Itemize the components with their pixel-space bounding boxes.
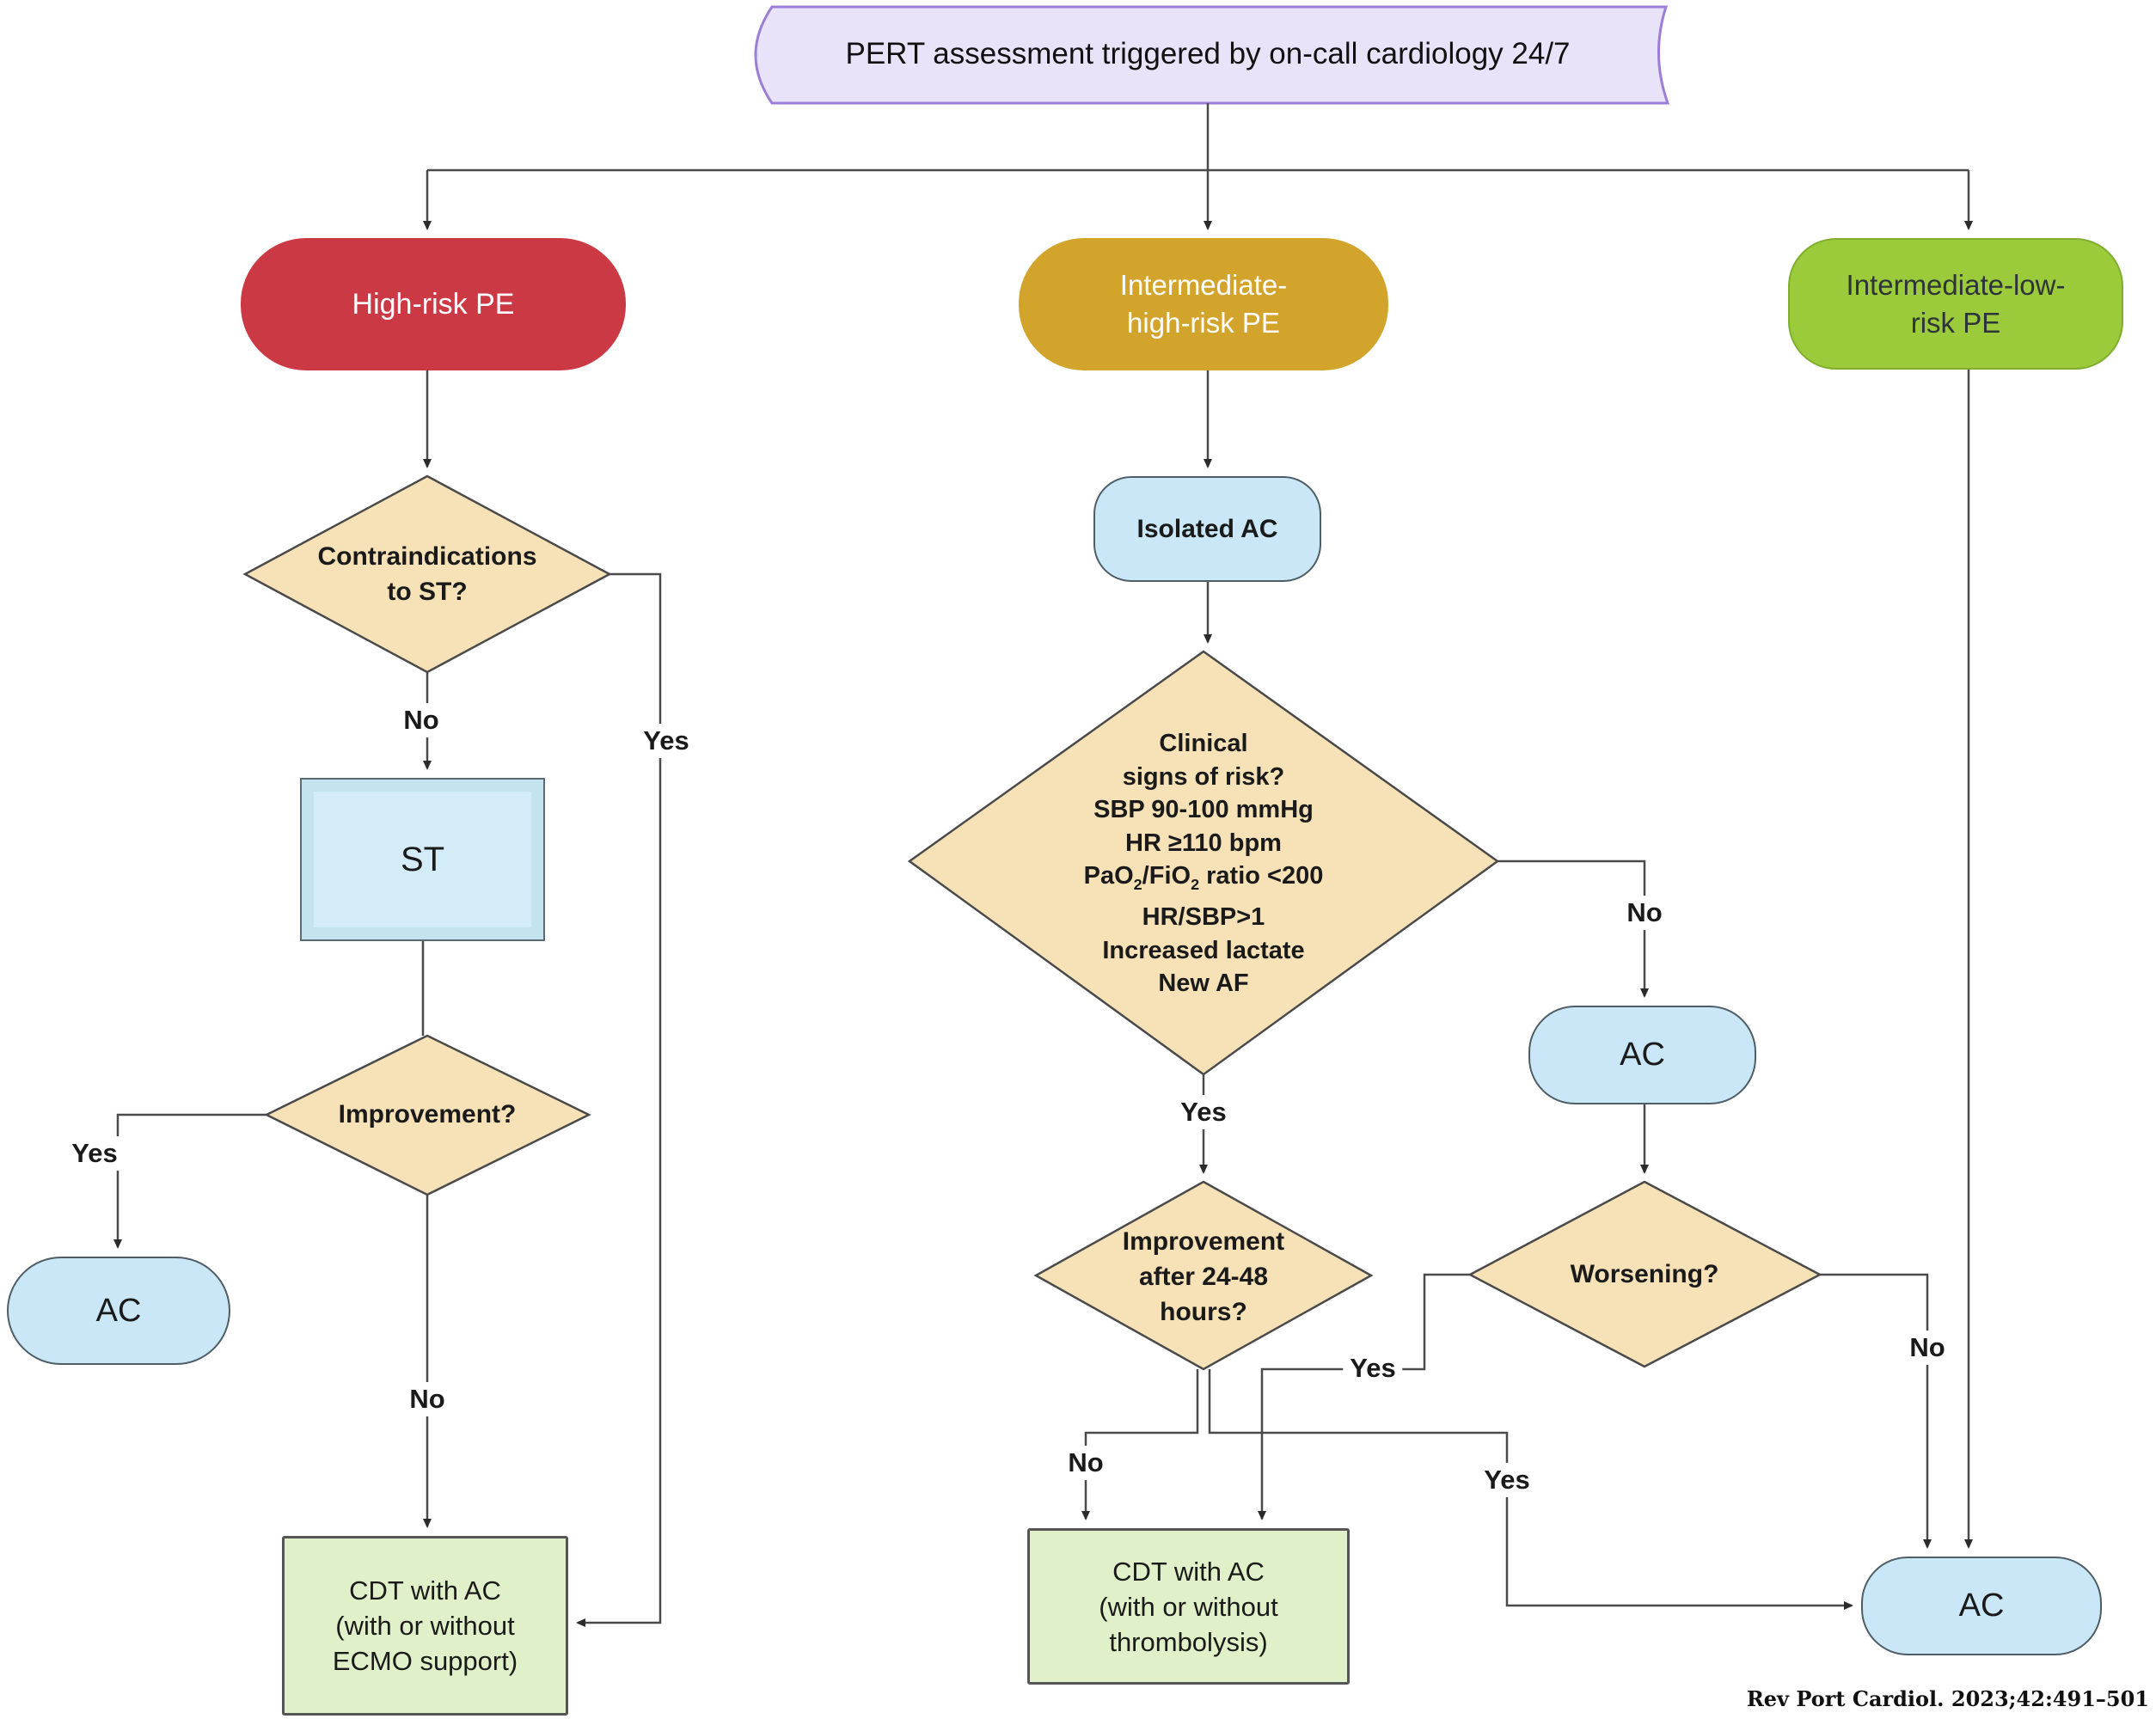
- edge-contra-yes: [576, 572, 662, 1627]
- label-signs-yes: Yes: [1173, 1095, 1234, 1129]
- label-improvement-no: No: [402, 1382, 452, 1416]
- node-ac-left-label: AC: [95, 1292, 142, 1329]
- label-contraindications-no: No: [396, 703, 446, 737]
- diamond-contraindications: [242, 474, 612, 674]
- banner-title-text: PERT assessment triggered by on-call car…: [845, 37, 1571, 70]
- decision-improvement: Improvement?: [281, 1089, 573, 1141]
- diamond-worsening: [1467, 1180, 1822, 1368]
- node-ac-left: AC: [7, 1257, 230, 1365]
- clinical-signs-line-1: Clinical: [1159, 730, 1248, 758]
- label-improvement-24-48-no: No: [1061, 1446, 1111, 1480]
- clinical-signs-line-6: HR/SBP>1: [1142, 903, 1265, 932]
- branch-high-risk-label: High-risk PE: [352, 287, 515, 321]
- edge-improvement-yes: [113, 1113, 266, 1249]
- clinical-signs-line-pao2: PaO2/FiO2 ratio <200: [1084, 859, 1324, 901]
- label-improvement-24-48-yes: Yes: [1477, 1463, 1537, 1497]
- diamond-improvement-24-48: [1033, 1180, 1374, 1371]
- branch-intermediate-low-risk-pe: Intermediate-low- risk PE: [1788, 238, 2123, 370]
- decision-clinical-signs: Clinical signs of risk? SBP 90-100 mmHg …: [963, 730, 1444, 998]
- clinical-signs-line-4: HR ≥110 bpm: [1125, 829, 1282, 857]
- node-isolated-ac: Isolated AC: [1093, 476, 1321, 582]
- diamond-clinical-signs: [907, 650, 1500, 1076]
- diamond-improvement: [264, 1034, 591, 1196]
- branch-intermediate-high-risk-pe: Intermediate- high-risk PE: [1019, 238, 1388, 370]
- pao2-sub-b: 2: [1191, 875, 1200, 893]
- node-cdt-ecmo: CDT with AC (with or without ECMO suppor…: [282, 1536, 568, 1716]
- decision-improvement-24-48: Improvement after 24-48 hours?: [1040, 1220, 1367, 1332]
- edge-worsening-yes: [1258, 1273, 1470, 1520]
- pao2-sub-a: 2: [1133, 875, 1142, 893]
- clinical-signs-line-7: Increased lactate: [1102, 936, 1305, 964]
- decision-worsening: Worsening?: [1496, 1249, 1793, 1300]
- node-cdt-thrombolysis: CDT with AC (with or without thrombolysi…: [1027, 1528, 1350, 1685]
- branch-intermediate-high-label: Intermediate- high-risk PE: [1119, 269, 1288, 339]
- label-improvement-yes: Yes: [64, 1136, 125, 1171]
- node-st-inner: ST: [314, 792, 531, 927]
- pao2-a: PaO: [1083, 862, 1134, 890]
- node-st-label: ST: [400, 840, 445, 878]
- clinical-signs-line-2: signs of risk?: [1122, 762, 1285, 791]
- node-cdt-thrombolysis-label: CDT with AC (with or without thrombolysi…: [1099, 1556, 1278, 1657]
- node-cdt-ecmo-label: CDT with AC (with or without ECMO suppor…: [332, 1575, 518, 1676]
- pao2-b: /FiO: [1142, 862, 1191, 890]
- node-ac-bottom-label: AC: [1958, 1587, 2005, 1624]
- edge-2448-no: [1081, 1369, 1199, 1520]
- edge-worsening-no: [1820, 1273, 1932, 1549]
- node-ac-mid-label: AC: [1620, 1037, 1665, 1073]
- label-signs-no: No: [1620, 896, 1669, 930]
- clinical-signs-line-3: SBP 90-100 mmHg: [1093, 796, 1314, 824]
- branch-high-risk-pe: High-risk PE: [241, 238, 626, 370]
- edge-signs-no: [1498, 859, 1649, 998]
- decision-improvement-text: Improvement?: [338, 1100, 517, 1129]
- node-ac-bottom: AC: [1861, 1557, 2102, 1655]
- label-contraindications-yes: Yes: [636, 724, 696, 758]
- label-worsening-no: No: [1902, 1330, 1952, 1365]
- clinical-signs-line-8: New AF: [1158, 970, 1249, 998]
- citation: Rev Port Cardiol. 2023;42:491–501: [1746, 1686, 2149, 1711]
- branch-intermediate-low-label: Intermediate-low- risk PE: [1846, 268, 2066, 339]
- node-ac-mid: AC: [1528, 1006, 1756, 1104]
- decision-worsening-text: Worsening?: [1570, 1260, 1719, 1288]
- pao2-c: ratio <200: [1199, 862, 1324, 890]
- node-st: ST: [300, 778, 545, 941]
- label-worsening-yes: Yes: [1343, 1351, 1403, 1386]
- decision-contraindications-to-st: Contraindications to ST?: [264, 519, 591, 629]
- decision-improvement-24-48-text: Improvement after 24-48 hours?: [1122, 1226, 1285, 1326]
- edge-2448-yes: [1208, 1369, 1853, 1610]
- banner-title: PERT assessment triggered by on-call car…: [778, 7, 1638, 101]
- node-isolated-ac-label: Isolated AC: [1136, 514, 1278, 543]
- banner-shape: [754, 5, 1670, 105]
- decision-contraindications-text: Contraindications to ST?: [317, 542, 537, 606]
